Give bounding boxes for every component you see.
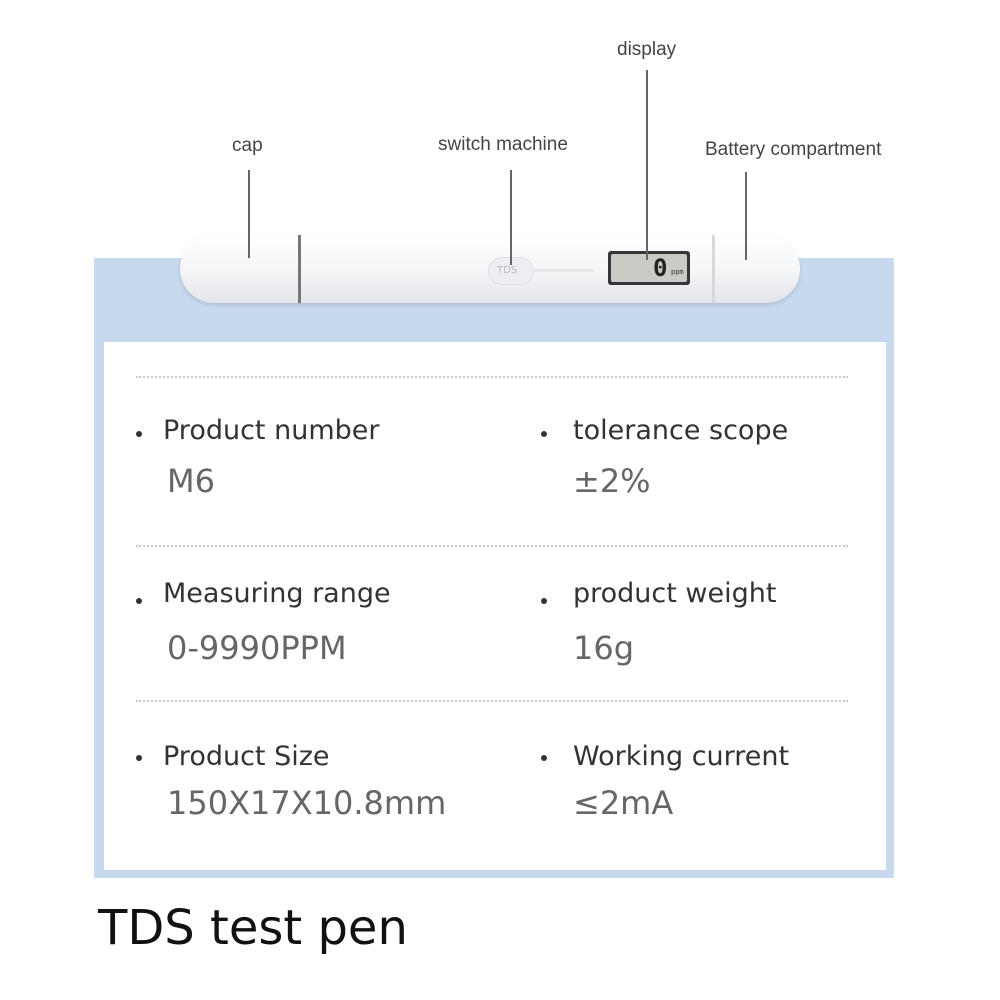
spec-card-panel — [104, 342, 886, 870]
leader-line-display — [646, 70, 648, 260]
lcd-display: 0 ppm — [608, 251, 690, 285]
leader-line-switch — [510, 170, 512, 265]
bullet — [541, 431, 547, 437]
bullet — [136, 598, 142, 604]
callout-switch-machine: switch machine — [438, 134, 568, 155]
callout-battery-compartment: Battery compartment — [705, 139, 882, 160]
leader-line-cap — [248, 170, 250, 258]
spec-value-product-number: M6 — [167, 462, 215, 500]
spec-label-working-current: Working current — [573, 741, 790, 772]
leader-line-battery — [745, 172, 747, 260]
spec-value-tolerance-scope: ±2% — [573, 462, 651, 500]
bullet — [541, 755, 547, 761]
pen-groove — [532, 269, 594, 272]
divider — [136, 376, 848, 378]
bullet — [541, 598, 547, 604]
spec-value-product-weight: 16g — [573, 629, 635, 667]
spec-label-product-number: Product number — [163, 415, 380, 446]
spec-label-tolerance-scope: tolerance scope — [573, 415, 789, 446]
power-button: TDS — [488, 257, 534, 285]
bullet — [136, 431, 142, 437]
spec-value-measuring-range: 0-9990PPM — [167, 629, 347, 667]
spec-value-working-current: ≤2mA — [573, 784, 674, 822]
tds-pen-illustration: TDS 0 ppm — [180, 235, 800, 303]
bullet — [136, 755, 142, 761]
divider — [136, 545, 848, 547]
battery-seam — [712, 235, 715, 303]
callout-display: display — [617, 39, 677, 60]
cap-seam — [298, 235, 301, 303]
product-caption: TDS test pen — [98, 900, 408, 956]
callout-cap: cap — [232, 135, 263, 156]
spec-value-product-size: 150X17X10.8mm — [167, 784, 447, 822]
divider — [136, 700, 848, 702]
spec-label-product-size: Product Size — [163, 741, 330, 772]
lcd-unit: ppm — [671, 268, 684, 276]
lcd-reading: 0 — [653, 254, 668, 282]
spec-label-product-weight: product weight — [573, 578, 777, 609]
spec-label-measuring-range: Measuring range — [163, 578, 391, 609]
lcd-screen: 0 ppm — [611, 254, 687, 282]
